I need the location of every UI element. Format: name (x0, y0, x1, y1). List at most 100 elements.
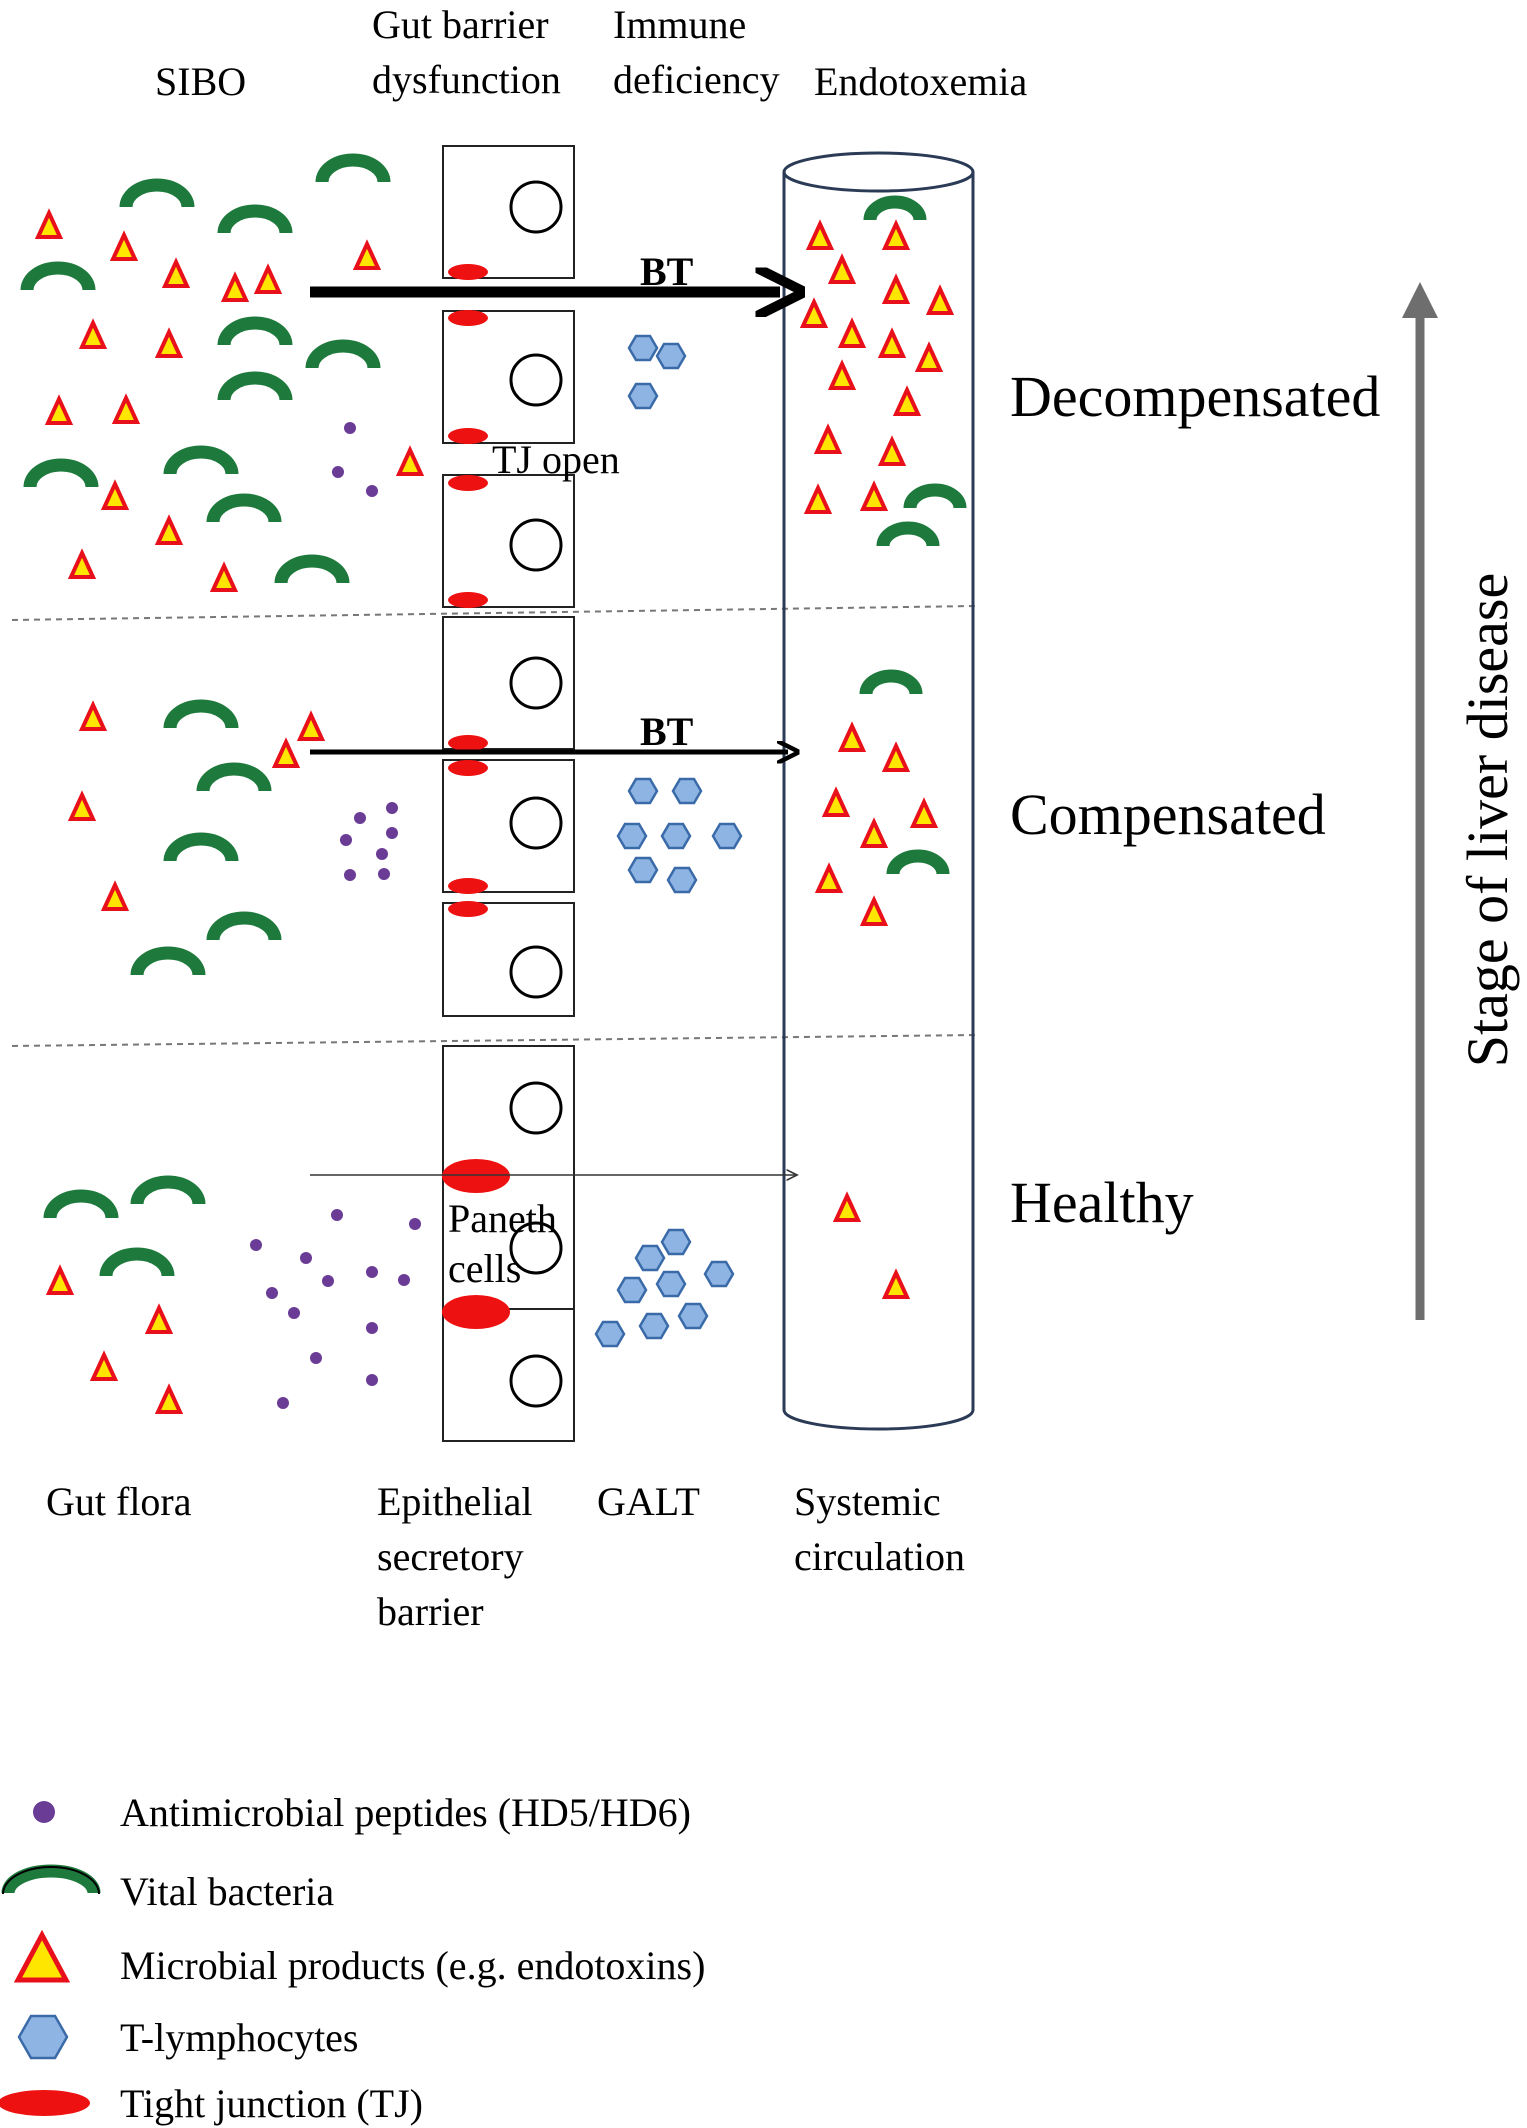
amp-dot-icon (344, 422, 356, 434)
amp-dot-icon (266, 1287, 278, 1299)
header: SIBO Gut barrier dysfunction Immune defi… (155, 2, 1028, 104)
paneth-cells-label-line1: Paneth (448, 1196, 557, 1241)
amp-dot-icon (344, 869, 356, 881)
nucleus (509, 945, 563, 999)
microbial-product-icon (909, 797, 939, 828)
stage-healthy: Healthy (1010, 1170, 1194, 1235)
footer-epithelial-line3: barrier (377, 1589, 484, 1634)
nucleus (509, 180, 563, 234)
amp-dot-icon (409, 1218, 421, 1230)
vital-bacteria-icon (130, 1175, 206, 1205)
t-lymphocyte-icon (17, 2014, 69, 2060)
epithelial-cell (442, 1308, 575, 1442)
vital-bacteria-icon (43, 1189, 119, 1219)
amp-dot-icon (386, 827, 398, 839)
microbial-product-icon (803, 483, 833, 514)
vital-bacteria-icon (163, 832, 239, 862)
t-lymphocyte-icon (634, 1244, 666, 1272)
microbial-product-icon (161, 257, 191, 288)
footer-epithelial-line1: Epithelial (377, 1479, 533, 1524)
microbial-product-icon (813, 423, 843, 454)
epithelial-cell (442, 474, 575, 608)
footer-epithelial-line2: secretory (377, 1534, 524, 1579)
microbial-product-icon (111, 393, 141, 424)
systemic-circulation-tube (782, 151, 975, 1431)
microbial-product-icon (827, 253, 857, 284)
vital-bacteria-icon (217, 371, 293, 401)
amp-dot-icon (277, 1397, 289, 1409)
tight-junction (448, 878, 488, 894)
tight-junction (448, 310, 488, 326)
amp-dot-icon (354, 812, 366, 824)
legend-label-microbial-products: Microbial products (e.g. endotoxins) (120, 1943, 705, 1988)
antimicrobial-peptides-group (250, 422, 421, 1409)
microbial-product-icon (881, 273, 911, 304)
amp-dot-icon (310, 1352, 322, 1364)
t-lymphocyte-icon (627, 777, 659, 805)
microbial-product-icon (859, 817, 889, 848)
microbial-product-icon (34, 208, 64, 239)
epithelial-nuclei (509, 180, 563, 1408)
t-lymphocyte-icon (660, 822, 692, 850)
legend-label-tight-junction: Tight junction (TJ) (120, 2081, 423, 2126)
tight-junctions (442, 264, 510, 1329)
header-immune-line1: Immune (613, 2, 746, 47)
t-lymphocyte-icon (677, 1302, 709, 1330)
tight-junction-icon (0, 2090, 90, 2116)
microbial-product-icon (45, 1264, 75, 1295)
epithelial-cell (442, 616, 575, 750)
microbial-product-icon (395, 445, 425, 476)
amp-dot-icon (300, 1252, 312, 1264)
nucleus (509, 1221, 563, 1275)
bt-label-decompensated: BT (640, 249, 694, 294)
microbial-product-icon (877, 327, 907, 358)
stage-axis-label: Stage of liver disease (1455, 573, 1520, 1067)
t-lymphocyte-icon (627, 334, 659, 362)
vital-bacteria-icon (315, 153, 391, 183)
nucleus (509, 796, 563, 850)
vital-bacteria-icon (206, 911, 282, 941)
footer-systemic-line1: Systemic (794, 1479, 941, 1524)
vital-bacteria-icon (196, 762, 272, 792)
paneth-cells-label-line2: cells (448, 1246, 521, 1291)
footer-galt: GALT (597, 1479, 700, 1524)
footer-gut-flora: Gut flora (46, 1479, 192, 1524)
tight-junction (448, 475, 488, 491)
microbial-product-icon (220, 271, 250, 302)
microbial-product-icon (154, 1383, 184, 1414)
tight-junction (448, 901, 488, 917)
tight-junction (448, 592, 488, 608)
microbial-product-icon (253, 263, 283, 294)
microbial-product-icon (837, 317, 867, 348)
microbial-product-icon (67, 790, 97, 821)
vital-bacteria-icon (163, 699, 239, 729)
vital-bacteria-icon (119, 178, 195, 208)
stage-compensated: Compensated (1010, 782, 1326, 847)
microbial-product-icon (877, 435, 907, 466)
epithelial-cell (442, 902, 575, 1017)
tight-junction (448, 428, 488, 444)
microbial-product-icon (914, 341, 944, 372)
epithelial-cell (442, 310, 575, 444)
microbial-product-icon (814, 862, 844, 893)
legend-label-t-lymphocytes: T-lymphocytes (120, 2015, 359, 2060)
microbial-product-icon (859, 480, 889, 511)
microbial-product-icon (89, 1350, 119, 1381)
t-lymphocyte-icon (616, 1276, 648, 1304)
microbial-product-icon (296, 710, 326, 741)
legend-label-vital-bacteria: Vital bacteria (120, 1869, 334, 1914)
amp-dot-icon (376, 848, 388, 860)
microbial-product-icon (209, 561, 239, 592)
vital-bacteria-icon (305, 339, 381, 369)
footer: Gut flora Epithelial secretory barrier G… (46, 1479, 965, 1634)
tight-junction (448, 760, 488, 776)
microbial-product-icon (799, 297, 829, 328)
vital-bacteria-icon (217, 316, 293, 346)
microbial-product-icon (821, 786, 851, 817)
epithelial-cell (442, 145, 575, 279)
amp-dot-icon (332, 466, 344, 478)
amp-dot-icon (322, 1275, 334, 1287)
microbial-product-icon (859, 895, 889, 926)
amp-dot-icon (33, 1801, 55, 1823)
